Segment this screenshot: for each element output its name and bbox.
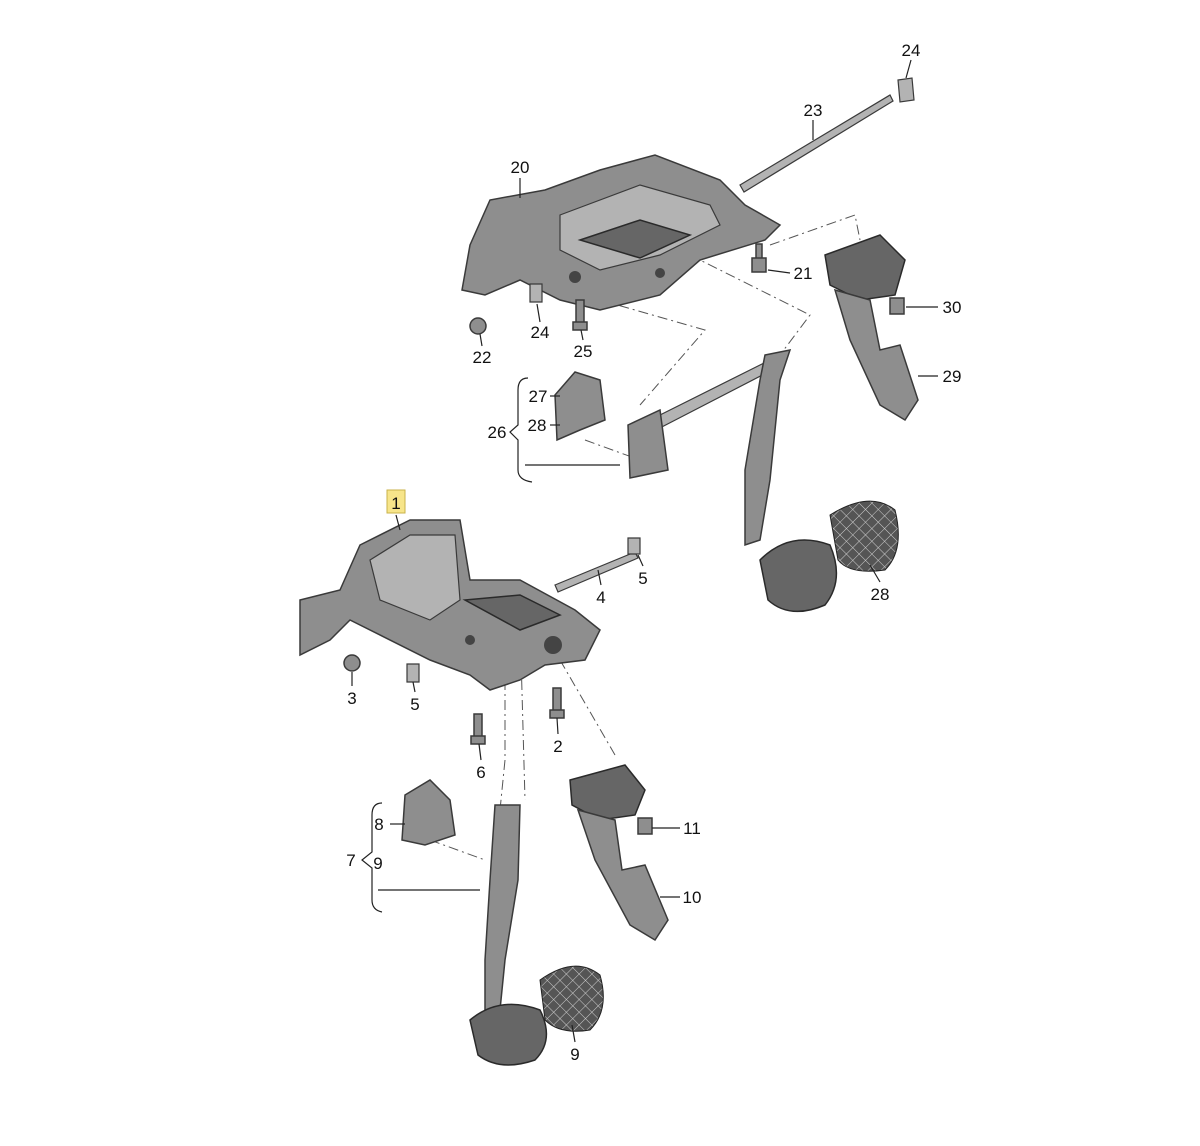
callout-5-lower: 5 xyxy=(410,695,419,714)
callout-10: 10 xyxy=(683,888,702,907)
callout-23: 23 xyxy=(804,101,823,120)
clip-24 xyxy=(529,283,543,303)
shaft-23 xyxy=(739,94,894,193)
nut-3 xyxy=(343,654,361,672)
clip-5-top xyxy=(627,537,641,555)
callout-3: 3 xyxy=(347,689,356,708)
pedal-lower xyxy=(469,804,604,1066)
callout-28-pad: 28 xyxy=(871,585,890,604)
callout-28: 28 xyxy=(528,416,547,435)
callout-29: 29 xyxy=(943,367,962,386)
callout-8: 8 xyxy=(374,815,383,834)
callout-5: 5 xyxy=(638,569,647,588)
callout-25: 25 xyxy=(574,342,593,361)
callout-9-pad: 9 xyxy=(570,1045,579,1064)
clip-5 xyxy=(406,663,420,683)
callout-7: 7 xyxy=(346,851,355,870)
callout-6: 6 xyxy=(476,763,485,782)
pin-4 xyxy=(554,551,639,593)
nut-22 xyxy=(469,317,487,335)
bolt-21 xyxy=(751,243,767,273)
callout-11: 11 xyxy=(683,819,701,838)
leader-lines xyxy=(351,59,938,1043)
group-bracket-7 xyxy=(361,802,383,913)
pedal-bracket-lower xyxy=(299,519,601,691)
callout-21: 21 xyxy=(794,264,813,283)
callout-9: 9 xyxy=(373,854,382,873)
switch-27 xyxy=(554,371,606,442)
callout-2: 2 xyxy=(553,737,562,756)
callout-4: 4 xyxy=(596,588,605,607)
bolt-2 xyxy=(549,687,565,719)
pedal-bracket-upper xyxy=(461,154,782,311)
bolt-30 xyxy=(889,297,905,315)
bolt-11 xyxy=(637,817,653,835)
callout-30: 30 xyxy=(943,298,962,317)
callout-1: 1 xyxy=(391,494,400,513)
accelerator-pedal-29 xyxy=(824,234,919,422)
callout-20: 20 xyxy=(511,158,530,177)
assembly-lines xyxy=(429,214,861,861)
switch-8 xyxy=(401,779,456,846)
callout-27: 27 xyxy=(529,387,548,406)
callout-22: 22 xyxy=(473,348,492,367)
group-bracket-26 xyxy=(509,377,533,483)
clip-24-top xyxy=(897,77,915,103)
callout-24-lower: 24 xyxy=(531,323,550,342)
brake-pedal-upper xyxy=(627,349,899,613)
accelerator-pedal-10 xyxy=(569,764,669,942)
callout-1-highlight xyxy=(386,489,406,514)
callout-26: 26 xyxy=(488,423,507,442)
callout-24: 24 xyxy=(902,41,921,60)
callout-labels: 24 23 20 21 30 29 22 24 25 27 28 26 1 5 … xyxy=(346,41,961,1064)
bolt-25 xyxy=(572,299,588,331)
bolt-6 xyxy=(470,713,486,745)
